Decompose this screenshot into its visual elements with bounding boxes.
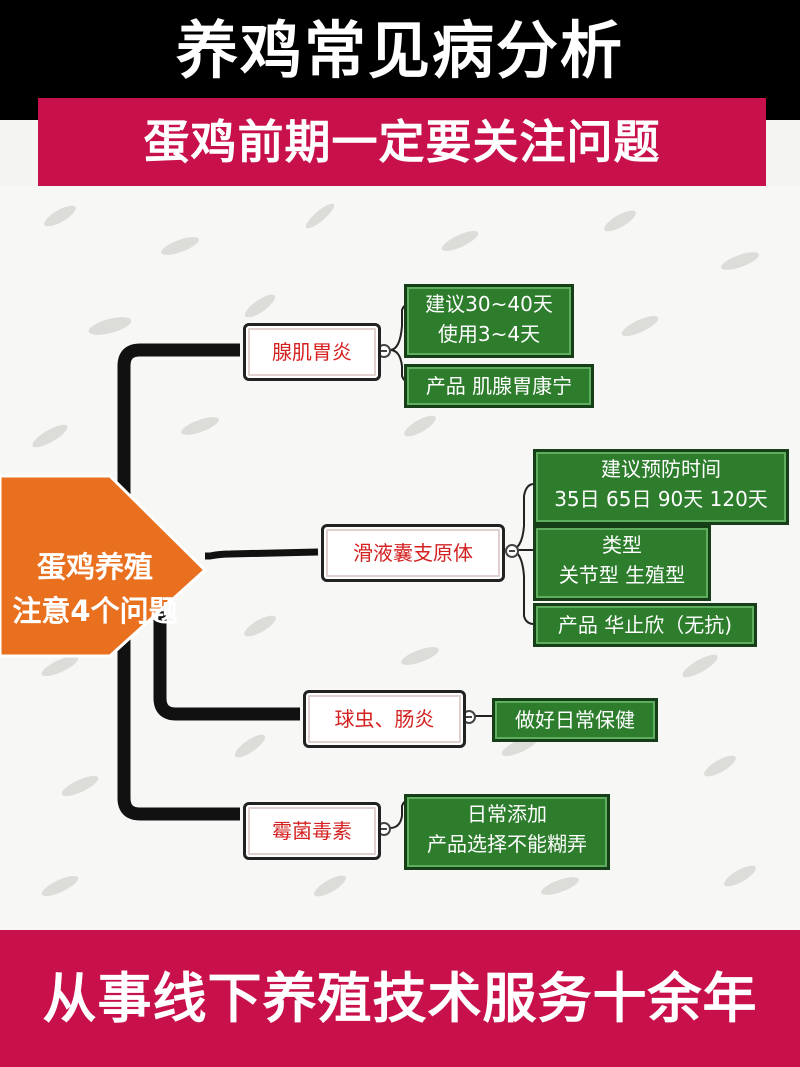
topic-coccidia[interactable]: 球虫、肠炎 bbox=[303, 690, 466, 748]
center-diamond bbox=[0, 474, 208, 658]
collapse-knob[interactable] bbox=[505, 544, 519, 558]
topic-label: 霉菌毒素 bbox=[272, 819, 352, 843]
subtitle-banner: 蛋鸡前期一定要关注问题 bbox=[38, 98, 766, 190]
background-pattern bbox=[32, 203, 759, 897]
leaf-text: 建议30~40天 bbox=[425, 292, 553, 316]
mind-map-connectors bbox=[0, 203, 759, 897]
leaf-prevention-time[interactable]: 建议预防时间 35日 65日 90天 120天 bbox=[533, 449, 789, 525]
topic-label: 滑液囊支原体 bbox=[353, 541, 473, 565]
leaf-text: 类型 bbox=[602, 533, 642, 557]
leaf-usage-advice[interactable]: 建议30~40天 使用3~4天 bbox=[404, 284, 574, 358]
leaf-types[interactable]: 类型 关节型 生殖型 bbox=[533, 525, 711, 601]
leaf-text: 35日 65日 90天 120天 bbox=[554, 487, 768, 511]
leaf-text: 做好日常保健 bbox=[515, 708, 635, 732]
leaf-product[interactable]: 产品 华止欣（无抗) bbox=[533, 603, 757, 647]
leaf-text: 产品 肌腺胃康宁 bbox=[425, 374, 573, 398]
leaf-text: 使用3~4天 bbox=[437, 322, 541, 346]
footer-banner: 从事线下养殖技术服务十余年 bbox=[0, 930, 800, 1067]
topic-mycotoxin[interactable]: 霉菌毒素 bbox=[243, 802, 381, 860]
topic-label: 球虫、肠炎 bbox=[334, 707, 435, 731]
leaf-text: 产品 华止欣（无抗) bbox=[557, 613, 733, 637]
leaf-product[interactable]: 产品 肌腺胃康宁 bbox=[404, 364, 594, 408]
center-topic: 蛋鸡养殖 注意4个问题 bbox=[0, 545, 190, 633]
footer-text: 从事线下养殖技术服务十余年 bbox=[42, 967, 758, 1030]
topic-label: 腺肌胃炎 bbox=[272, 340, 352, 364]
topic-mycoplasma[interactable]: 滑液囊支原体 bbox=[321, 524, 505, 582]
leaf-daily-care[interactable]: 做好日常保健 bbox=[492, 698, 658, 742]
center-line-2: 注意4个问题 bbox=[12, 594, 178, 628]
topic-gland-stomach[interactable]: 腺肌胃炎 bbox=[243, 323, 381, 381]
page-title: 养鸡常见病分析 bbox=[175, 14, 624, 87]
leaf-text: 关节型 生殖型 bbox=[558, 563, 686, 587]
leaf-text: 建议预防时间 bbox=[601, 457, 721, 481]
leaf-daily-additive[interactable]: 日常添加 产品选择不能糊弄 bbox=[404, 794, 610, 870]
leaf-text: 产品选择不能糊弄 bbox=[427, 832, 587, 856]
center-line-1: 蛋鸡养殖 bbox=[36, 550, 153, 584]
leaf-text: 日常添加 bbox=[467, 802, 547, 826]
page-subtitle: 蛋鸡前期一定要关注问题 bbox=[143, 115, 661, 169]
